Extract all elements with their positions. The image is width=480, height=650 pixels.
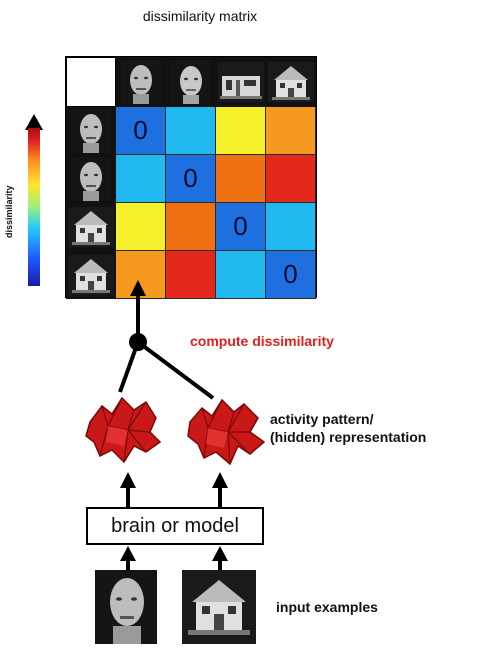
arrow-up-icon	[120, 546, 136, 561]
house-photo-icon	[268, 62, 314, 102]
row-header-face-2	[66, 155, 116, 203]
hidden-representation-label: (hidden) representation	[270, 429, 427, 445]
input-face-image	[95, 570, 157, 644]
matrix-cell: 0	[166, 155, 216, 203]
col-header-face-2	[166, 57, 216, 107]
brain-or-model-box: brain or model	[86, 507, 264, 545]
arrow-up-icon	[212, 546, 228, 561]
activity-pattern-label: activity pattern/	[270, 411, 374, 427]
matrix-cell: 0	[266, 251, 316, 299]
row-header-house-1	[66, 203, 116, 251]
matrix-corner	[66, 57, 116, 107]
activity-surface-icon	[85, 396, 162, 464]
house-photo-icon	[68, 207, 114, 247]
matrix-cell	[266, 107, 316, 155]
matrix-cell	[116, 203, 166, 251]
compute-dissimilarity-label: compute dissimilarity	[190, 333, 334, 349]
face-photo-icon	[171, 60, 211, 104]
matrix-cell	[216, 251, 266, 299]
colorbar	[28, 128, 40, 286]
matrix-cell	[166, 251, 216, 299]
input-house-image	[182, 570, 256, 644]
house-photo-icon	[68, 255, 114, 295]
row-header-face-1	[66, 107, 116, 155]
col-header-house-2	[266, 57, 316, 107]
colorbar-arrow-icon	[25, 114, 43, 130]
face-photo-icon	[121, 60, 161, 104]
matrix-cell	[116, 155, 166, 203]
matrix-cell	[216, 107, 266, 155]
matrix-cell	[166, 203, 216, 251]
matrix-cell	[166, 107, 216, 155]
matrix-cell	[216, 155, 266, 203]
matrix-cell: 0	[116, 107, 166, 155]
matrix-cell	[266, 155, 316, 203]
house-photo-icon	[218, 62, 264, 102]
matrix-cell	[266, 203, 316, 251]
col-header-face-1	[116, 57, 166, 107]
matrix-title: dissimilarity matrix	[142, 8, 258, 24]
input-examples-label: input examples	[276, 599, 378, 615]
arrow-up-icon	[212, 472, 228, 488]
house-photo-icon	[182, 570, 256, 644]
face-photo-icon	[95, 570, 157, 644]
arrow-up-icon	[130, 280, 146, 296]
row-header-house-2	[66, 251, 116, 299]
face-photo-icon	[71, 109, 111, 153]
matrix-cell: 0	[216, 203, 266, 251]
activity-surface-icon	[187, 398, 266, 466]
arrow-up-icon	[120, 472, 136, 488]
col-header-house-1	[216, 57, 266, 107]
face-photo-icon	[71, 157, 111, 201]
